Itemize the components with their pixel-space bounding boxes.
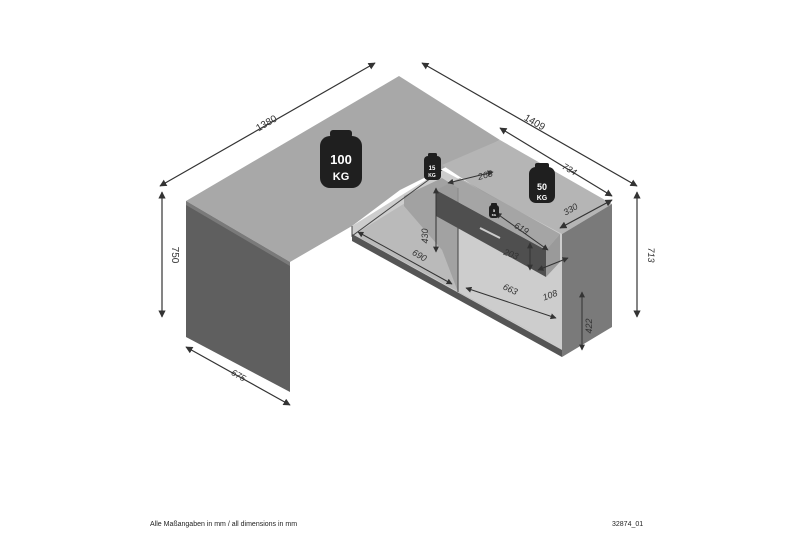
weight-drawer-value: 5	[493, 208, 496, 213]
weight-cabinet-value: 50	[537, 182, 547, 192]
desk-geometry	[186, 76, 612, 392]
weight-icon-top: 100 KG	[320, 130, 362, 188]
dim-734: 734	[560, 161, 578, 177]
weight-top-value: 100	[330, 152, 352, 167]
dim-268: 268	[476, 168, 494, 182]
cabinet-side-panel	[562, 204, 612, 357]
dim-top-width: 1380	[254, 113, 279, 134]
weight-icon-drawer: 5 KG	[489, 203, 499, 218]
weight-shelf-value: 15	[429, 166, 436, 172]
dimensions-note: Alle Maßangaben in mm / all dimensions i…	[150, 521, 298, 528]
weight-drawer-unit: KG	[492, 213, 497, 217]
dim-top-depth: 1409	[522, 113, 547, 134]
desk-top-edge	[186, 201, 290, 266]
weight-top-unit: KG	[333, 171, 350, 183]
dim-height-left: 750	[169, 247, 180, 264]
weight-icon-cabinet: 50 KG	[529, 163, 555, 203]
dimension-arrows	[158, 62, 641, 406]
dim-depth-left: 675	[229, 367, 248, 384]
weight-cabinet-unit: KG	[537, 195, 548, 202]
dim-height-right: 713	[646, 247, 656, 262]
cabinet-inner-back	[360, 180, 560, 347]
dim-430: 430	[420, 228, 430, 243]
product-code: 32874_01	[612, 521, 644, 528]
dim-108: 108	[541, 288, 559, 303]
weight-icon-shelf: 15 KG	[424, 153, 441, 180]
dim-422: 422	[584, 318, 594, 333]
weight-shelf-unit: KG	[428, 173, 436, 179]
